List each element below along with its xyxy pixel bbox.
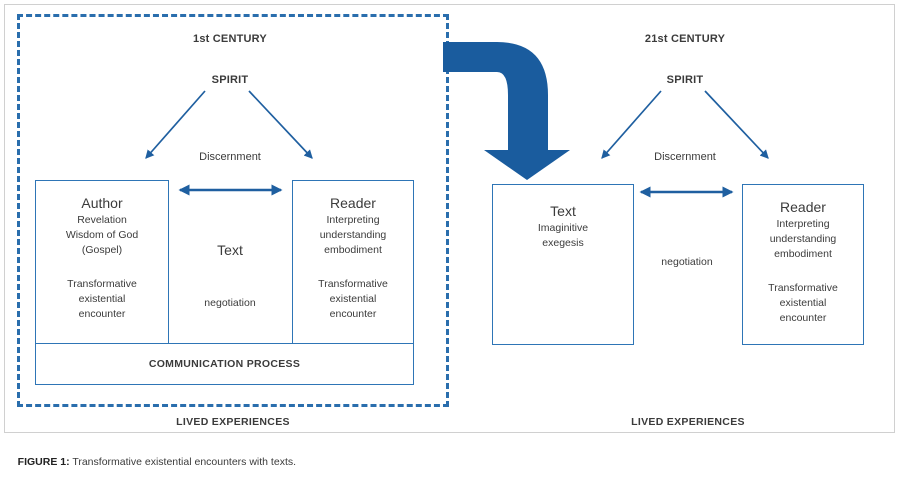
right-lived-experiences-label: LIVED EXPERIENCES	[631, 416, 745, 428]
author-box-foot-2: encounter	[78, 307, 126, 320]
figure-caption-text: Transformative existential encounters wi…	[69, 456, 297, 468]
left-reader-box-sub-2: embodiment	[324, 244, 382, 257]
right-reader-box-sub-2: embodiment	[774, 248, 832, 261]
left-reader-box-spacer	[293, 259, 413, 277]
figure-caption-prefix: FIGURE 1:	[17, 456, 70, 468]
communication-process-box: COMMUNICATION PROCESS	[35, 343, 414, 385]
right-reader-box-foot-1: existential	[779, 296, 827, 309]
author-box-foot-0: Transformative	[67, 277, 137, 290]
left-middle-sub: negotiation	[204, 296, 256, 309]
right-text-box: Text Imaginitive exegesis	[492, 184, 634, 345]
right-reader-box-spacer	[743, 263, 863, 281]
right-reader-box-sub-1: understanding	[769, 233, 837, 246]
left-reader-box-sub-0: Interpreting	[326, 213, 380, 226]
left-reader-box-sub-1: understanding	[319, 229, 387, 242]
author-box-sub-1: Wisdom of God	[65, 229, 139, 242]
right-text-box-title: Text	[550, 203, 576, 219]
right-text-box-sub-1: exegesis	[542, 237, 584, 250]
author-box: Author Revelation Wisdom of God (Gospel)…	[35, 180, 169, 344]
left-reader-box-foot-1: existential	[329, 292, 377, 305]
left-middle-main: Text	[217, 242, 243, 258]
left-spirit-label: SPIRIT	[211, 74, 249, 86]
left-lived-experiences-label: LIVED EXPERIENCES	[176, 416, 290, 428]
left-reader-box-foot-0: Transformative	[318, 277, 388, 290]
right-era-label: 21st CENTURY	[644, 33, 726, 45]
left-discernment-label: Discernment	[199, 151, 261, 163]
left-reader-box-title: Reader	[330, 195, 376, 211]
right-text-box-sub-0: Imaginitive	[537, 221, 589, 234]
right-reader-box-foot-0: Transformative	[768, 281, 838, 294]
author-box-sub-2: (Gospel)	[81, 244, 123, 257]
right-reader-box-title: Reader	[780, 199, 826, 215]
communication-process-label: COMMUNICATION PROCESS	[148, 358, 301, 370]
left-reader-box-foot-2: encounter	[329, 307, 377, 320]
left-reader-box: Reader Interpreting understanding embodi…	[292, 180, 414, 344]
right-reader-box-foot-2: encounter	[779, 311, 827, 324]
right-reader-box: Reader Interpreting understanding embodi…	[742, 184, 864, 345]
first-century-dashed-region	[17, 14, 449, 407]
author-box-spacer	[36, 259, 168, 277]
left-middle-labels: Text negotiation	[180, 205, 280, 347]
right-middle-sub: negotiation	[661, 256, 713, 268]
author-box-title: Author	[81, 195, 123, 211]
right-discernment-label: Discernment	[654, 151, 716, 163]
figure-caption: FIGURE 1: Transformative existential enc…	[6, 444, 296, 480]
right-middle-labels: negotiation	[637, 219, 737, 306]
right-reader-box-sub-0: Interpreting	[776, 217, 830, 230]
left-era-label: 1st CENTURY	[193, 33, 267, 45]
right-spirit-label: SPIRIT	[666, 74, 704, 86]
author-box-foot-1: existential	[78, 292, 126, 305]
author-box-sub-0: Revelation	[77, 213, 127, 226]
